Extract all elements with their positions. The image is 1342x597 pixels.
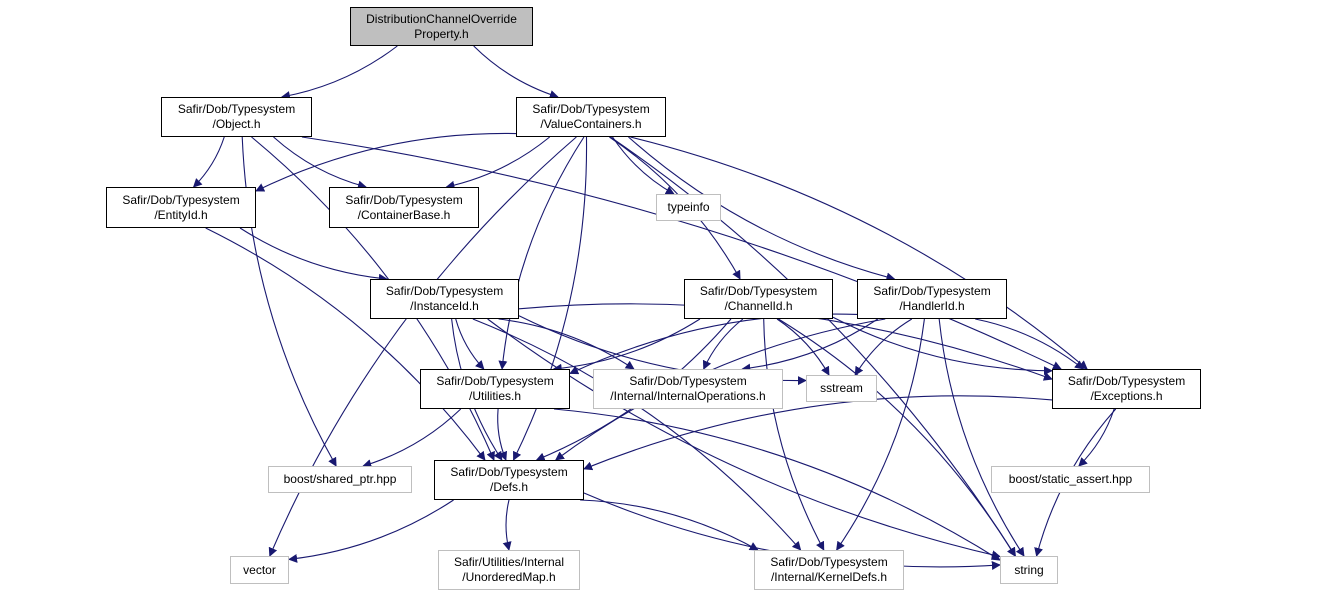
edge-defs-to-kerneldefs [580,499,759,551]
edge-valuecontainers-to-string [610,136,1016,557]
node-label-line: /HandlerId.h [899,299,965,313]
node-label-line: Property.h [414,26,469,41]
edge-channelid-to-sstream [776,318,830,376]
node-label-line: Safir/Dob/Typesystem [873,284,991,298]
node-typeinfo[interactable]: typeinfo [656,194,721,221]
node-label-line: /UnorderedMap.h [462,570,556,584]
node-label-line: /ValueContainers.h [540,117,642,131]
edge-root-to-valuecontainers [473,45,559,99]
node-label-line: boost/shared_ptr.hpp [283,472,397,486]
node-label-line: boost/static_assert.hpp [1008,472,1133,486]
node-boost-static-assert[interactable]: boost/static_assert.hpp [991,466,1150,493]
edge-valuecontainers-to-typeinfo [612,136,675,195]
edge-object-to-sharedptr [241,136,337,467]
node-internaloperations-h[interactable]: Safir/Dob/Typesystem /Internal/InternalO… [593,369,783,409]
node-kerneldefs-h[interactable]: Safir/Dob/Typesystem /Internal/KernelDef… [754,550,904,590]
node-label-line: Safir/Dob/Typesystem [1067,374,1186,388]
node-object-h[interactable]: Safir/Dob/Typesystem /Object.h [161,97,312,137]
node-utilities-h[interactable]: Safir/Dob/Typesystem /Utilities.h [420,369,570,409]
edge-exceptions-to-staticassert [1078,408,1115,467]
node-string[interactable]: string [1000,556,1058,584]
edge-channelid-to-internalops [702,318,744,370]
node-exceptions-h[interactable]: Safir/Dob/Typesystem /Exceptions.h [1052,369,1201,409]
edge-exceptions-to-defs [583,395,1053,471]
node-valuecontainers-h[interactable]: Safir/Dob/Typesystem /ValueContainers.h [516,97,666,137]
node-label-line: /InstanceId.h [410,299,479,313]
edge-instanceid-to-string [487,318,1001,560]
edge-entityid-to-defs [205,227,486,461]
node-label-line: sstream [820,381,863,395]
node-label-line: DistributionChannelOverride [366,11,517,26]
node-label-line: /Object.h [212,117,261,131]
edge-valuecontainers-to-entityid [255,132,517,192]
node-label-line: /Defs.h [489,480,528,494]
edge-handlerid-to-sstream [854,318,913,376]
edge-channelid-to-exceptions [832,316,1053,376]
node-label-line: Safir/Dob/Typesystem [450,465,568,479]
node-label-line: /Utilities.h [468,389,521,403]
node-unorderedmap-h[interactable]: Safir/Utilities/Internal /UnorderedMap.h [438,550,580,590]
node-containerbase-h[interactable]: Safir/Dob/Typesystem /ContainerBase.h [329,187,479,228]
node-label-line: Safir/Dob/Typesystem [770,555,888,569]
edge-valuecontainers-to-utilities [498,136,585,370]
edge-valuecontainers-to-exceptions [630,136,1088,370]
node-label-line: /Internal/InternalOperations.h [610,389,766,403]
node-label-line: /Exceptions.h [1090,389,1163,403]
edge-instanceid-to-kerneldefs [472,318,802,551]
edge-defs-to-vector [288,499,454,563]
node-boost-shared-ptr[interactable]: boost/shared_ptr.hpp [268,466,412,493]
node-root-header[interactable]: DistributionChannelOverride Property.h [350,7,533,46]
node-label-line: Safir/Dob/Typesystem [436,374,554,388]
node-label-line: Safir/Dob/Typesystem [345,192,463,207]
edge-entityid-to-instanceid [239,227,388,283]
node-sstream[interactable]: sstream [806,375,877,402]
edge-utilities-to-string [553,408,1001,561]
node-label-line: typeinfo [667,200,710,214]
edge-object-to-containerbase [273,136,367,190]
edge-valuecontainers-to-handlerid [628,136,896,282]
node-label-line: Safir/Dob/Typesystem [699,284,818,298]
node-label-line: Safir/Dob/Typesystem [629,374,747,388]
edge-valuecontainers-to-containerbase [445,136,551,190]
edge-object-to-entityid [192,136,225,188]
edge-instanceid-to-internalops [498,318,635,370]
node-label-line: Safir/Dob/Typesystem [177,102,296,116]
edge-handlerid-to-utilities [569,313,858,375]
node-defs-h[interactable]: Safir/Dob/Typesystem /Defs.h [434,460,584,500]
node-instanceid-h[interactable]: Safir/Dob/Typesystem /InstanceId.h [370,279,519,319]
node-channelid-h[interactable]: Safir/Dob/Typesystem /ChannelId.h [684,279,833,319]
edge-valuecontainers-to-defs [513,136,588,461]
edge-handlerid-to-internalops [741,318,879,373]
node-label-line: /EntityId.h [154,207,208,222]
edge-handlerid-to-kerneldefs [836,318,925,551]
node-vector[interactable]: vector [230,556,289,584]
edge-handlerid-to-exceptions [975,318,1084,370]
edge-utilities-to-defs [497,408,508,461]
node-label-line: Safir/Dob/Typesystem [385,284,504,298]
edge-channelid-to-utilities [552,318,701,373]
node-handlerid-h[interactable]: Safir/Dob/Typesystem /HandlerId.h [857,279,1007,319]
node-label-line: /Internal/KernelDefs.h [770,570,888,584]
edge-object-to-exceptions [301,136,1062,370]
node-label-line: Safir/Dob/Typesystem [122,192,240,207]
node-label-line: Safir/Dob/Typesystem [532,102,650,116]
edge-utilities-to-sharedptr [362,408,462,468]
node-label-line: Safir/Utilities/Internal [453,555,565,569]
node-label-line: vector [243,562,276,577]
edge-root-to-object [280,45,398,100]
node-label-line: string [1014,562,1044,577]
edge-defs-to-unorderedmap [502,499,512,551]
edge-instanceid-to-utilities [455,318,485,370]
node-label-line: /ContainerBase.h [357,207,451,222]
edge-handlerid-to-string [938,318,1025,557]
node-label-line: /ChannelId.h [724,299,793,313]
edge-channelid-to-string [778,318,1016,557]
node-entityid-h[interactable]: Safir/Dob/Typesystem /EntityId.h [106,187,256,228]
